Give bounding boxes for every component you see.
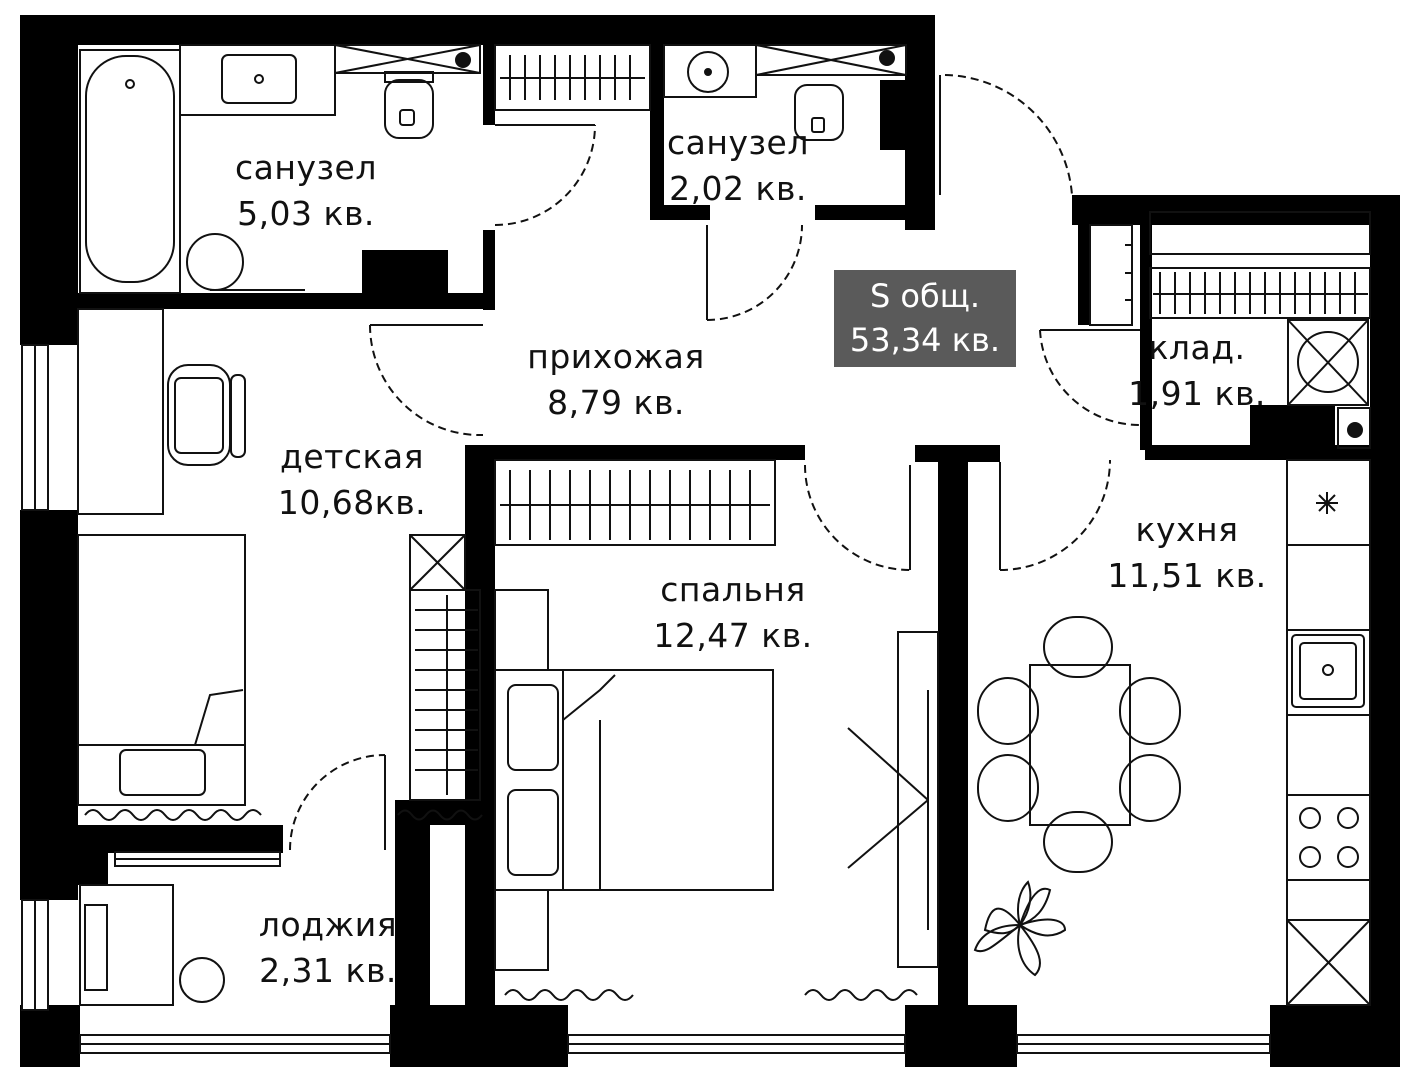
- total-area-label: S общ.: [869, 277, 981, 315]
- room-name: лоджия: [258, 905, 398, 944]
- room-label-bedroom: спальня 12,47 кв.: [653, 567, 812, 659]
- armchair-icon: [79, 884, 174, 1006]
- room-area: 5,03 кв.: [237, 194, 375, 233]
- room-name: кухня: [1135, 510, 1239, 549]
- room-name: санузел: [235, 148, 377, 187]
- room-area: 2,02 кв.: [669, 169, 807, 208]
- bed-icon: [77, 534, 246, 806]
- bathtub-icon: [79, 49, 181, 294]
- room-label-bathroom-main: санузел 5,03 кв.: [235, 145, 377, 237]
- room-area: 2,31 кв.: [259, 951, 397, 990]
- room-label-loggia: лоджия 2,31 кв.: [259, 902, 397, 994]
- doors: [289, 74, 1141, 851]
- room-area: 10,68кв.: [277, 483, 427, 522]
- room-name: детская: [280, 437, 424, 476]
- room-label-hallway: прихожая 8,79 кв.: [527, 334, 705, 426]
- room-name: прихожая: [527, 337, 705, 376]
- washing-machine-icon: [186, 233, 244, 291]
- room-label-kids-room: детская 10,68кв.: [278, 434, 426, 526]
- round-table-icon: [179, 957, 225, 1003]
- room-area: 11,51 кв.: [1107, 556, 1267, 595]
- room-name: клад.: [1148, 328, 1246, 367]
- room-area: 1,91 кв.: [1128, 374, 1266, 413]
- dining-table-icon: [1029, 664, 1131, 826]
- kitchen-sink-icon: [1291, 634, 1365, 708]
- double-bed-icon: [494, 669, 774, 891]
- room-name: спальня: [660, 570, 806, 609]
- boiler-icon: [1287, 319, 1369, 406]
- toilet-icon: [384, 79, 434, 139]
- toilet-small-icon: [794, 84, 844, 141]
- total-area-badge: S общ. 53,34 кв.: [834, 270, 1016, 367]
- windows: [21, 344, 1271, 1054]
- walls: [20, 15, 1400, 1067]
- room-label-kitchen: кухня 11,51 кв.: [1107, 507, 1266, 599]
- stove-icon: [1299, 807, 1359, 868]
- room-area: 12,47 кв.: [653, 616, 813, 655]
- room-label-storage: клад. 1,91 кв.: [1128, 325, 1266, 417]
- sink-small-icon: [687, 51, 729, 93]
- sink-icon: [179, 44, 336, 116]
- plant-icon: [973, 880, 1067, 977]
- total-area-value: 53,34 кв.: [849, 321, 1001, 359]
- room-area: 8,79 кв.: [547, 383, 685, 422]
- room-label-bathroom-small: санузел 2,02 кв.: [667, 120, 809, 212]
- furniture: [77, 44, 1371, 1006]
- room-name: санузел: [667, 123, 809, 162]
